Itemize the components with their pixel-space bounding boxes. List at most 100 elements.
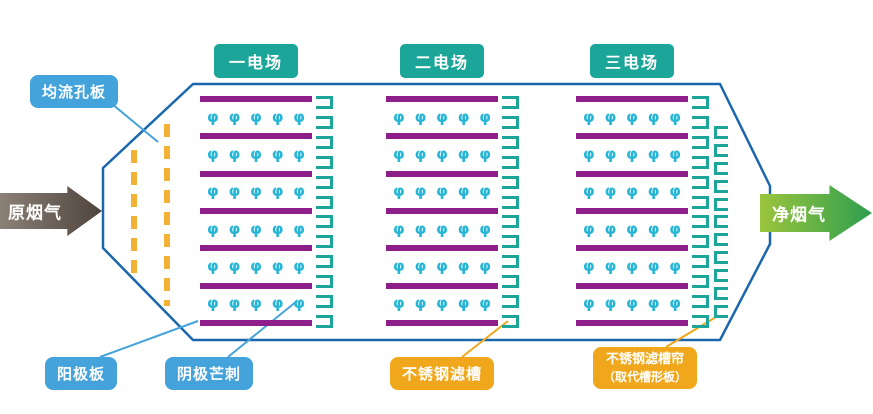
cathode-spike-icon: φ	[414, 294, 427, 313]
anode-plate-bar	[386, 207, 498, 214]
cathode-spike-icon: φ	[457, 107, 470, 126]
filter-slot-callout: 不锈钢滤槽	[390, 357, 495, 390]
cathode-spike-icon: φ	[604, 144, 617, 163]
cathode-spike-icon: φ	[626, 294, 638, 313]
filter-slot-bracket	[692, 195, 709, 209]
filter-slot-bracket	[692, 155, 709, 169]
cathode-spike-icon: φ	[228, 219, 241, 238]
filter-slot-bracket	[692, 96, 709, 109]
cathode-spike-icon: φ	[604, 182, 617, 201]
cathode-spike-icon: φ	[414, 107, 427, 126]
cathode-spike-icon: φ	[228, 182, 241, 201]
anode-callout-pointer	[99, 320, 199, 358]
anode-plate-bar	[576, 245, 688, 252]
cathode-spike-icon: φ	[604, 219, 617, 238]
cathode-spike-icon: φ	[647, 294, 660, 313]
anode-plate-bar	[200, 245, 312, 252]
anode-plate-bar	[386, 245, 498, 252]
cathode-callout-pointer	[227, 300, 298, 358]
filter-slot-bracket	[714, 304, 728, 318]
cathode-spike-icon: φ	[414, 219, 427, 238]
anode-plate-bar	[576, 133, 688, 140]
filter-slot-bracket	[316, 314, 333, 328]
cathode-spike-icon: φ	[647, 107, 660, 126]
filter-slot-bracket	[714, 126, 728, 139]
filter-slot-bracket	[692, 115, 709, 129]
cathode-spike-icon: φ	[669, 256, 681, 275]
cathode-spike-icon: φ	[647, 182, 660, 201]
filter-slot-bracket	[316, 215, 333, 229]
filter-slot-bracket	[502, 235, 519, 249]
filter-slot-bracket	[316, 155, 333, 169]
cathode-spike-icon: φ	[250, 144, 262, 163]
cathode-spike-icon: φ	[250, 294, 262, 313]
filter-curtain-callout-line1: 不锈钢滤槽帘	[606, 352, 685, 367]
filter-slot-bracket	[692, 275, 709, 289]
cathode-spike-icon: φ	[293, 219, 305, 238]
slot-callout-pointer	[461, 320, 509, 358]
cathode-spike-icon: φ	[293, 107, 305, 126]
cathode-spike-icon: φ	[647, 144, 660, 163]
filter-slot-bracket	[692, 235, 709, 249]
orifice-plate-callout: 均流孔板	[30, 75, 119, 108]
cathode-spike-icon: φ	[250, 256, 262, 275]
cathode-spike-icon: φ	[293, 256, 305, 275]
field-badge-3: 三电场	[589, 44, 675, 78]
filter-slot-bracket	[502, 96, 519, 109]
cathode-spike-icon: φ	[250, 219, 262, 238]
filter-slot-bracket	[502, 314, 519, 328]
cathode-spike-icon: φ	[228, 144, 241, 163]
cathode-spike-icon: φ	[393, 256, 405, 275]
cathode-spike-icon: φ	[479, 256, 491, 275]
filter-slot-bracket	[692, 314, 709, 328]
cathode-spike-icon: φ	[228, 256, 241, 275]
anode-plate-bar	[576, 282, 688, 289]
cathode-spike-icon: φ	[479, 219, 491, 238]
filter-slot-bracket	[714, 197, 728, 211]
cathode-spike-icon: φ	[583, 256, 595, 275]
cathode-spike-icon: φ	[626, 182, 638, 201]
filter-slot-bracket	[502, 175, 519, 189]
cathode-spike-icon: φ	[436, 107, 448, 126]
filter-slot-bracket	[316, 275, 333, 289]
cathode-spike-icon: φ	[293, 144, 305, 163]
anode-plate-bar	[386, 133, 498, 140]
filter-slot-bracket	[714, 179, 728, 193]
anode-plate-bar	[386, 170, 498, 177]
filter-slot-bracket	[714, 161, 728, 175]
cathode-spike-icon: φ	[457, 256, 470, 275]
cathode-spike-icon: φ	[583, 182, 595, 201]
anode-plate-bar	[576, 170, 688, 177]
cathode-spike-icon: φ	[271, 256, 284, 275]
cathode-spike-icon: φ	[393, 144, 405, 163]
cathode-spike-icon: φ	[207, 182, 219, 201]
cathode-spike-icon: φ	[207, 294, 219, 313]
cathode-spike-icon: φ	[583, 219, 595, 238]
cathode-spike-icon: φ	[669, 107, 681, 126]
cathode-spike-icon: φ	[414, 182, 427, 201]
anode-plate-callout: 阳极板	[45, 357, 118, 390]
anode-plate-bar	[576, 207, 688, 214]
cathode-spike-icon: φ	[207, 219, 219, 238]
cathode-spike-icon: φ	[207, 144, 219, 163]
cathode-spike-icon: φ	[479, 107, 491, 126]
filter-slot-bracket	[502, 195, 519, 209]
cathode-spike-icon: φ	[604, 107, 617, 126]
filter-slot-bracket	[316, 295, 333, 309]
cathode-spike-icon: φ	[604, 256, 617, 275]
cathode-spike-icon: φ	[414, 256, 427, 275]
cathode-spike-icon: φ	[293, 182, 305, 201]
filter-slot-bracket	[692, 135, 709, 149]
filter-slot-column-1	[316, 96, 333, 328]
cathode-spike-icon: φ	[626, 107, 638, 126]
